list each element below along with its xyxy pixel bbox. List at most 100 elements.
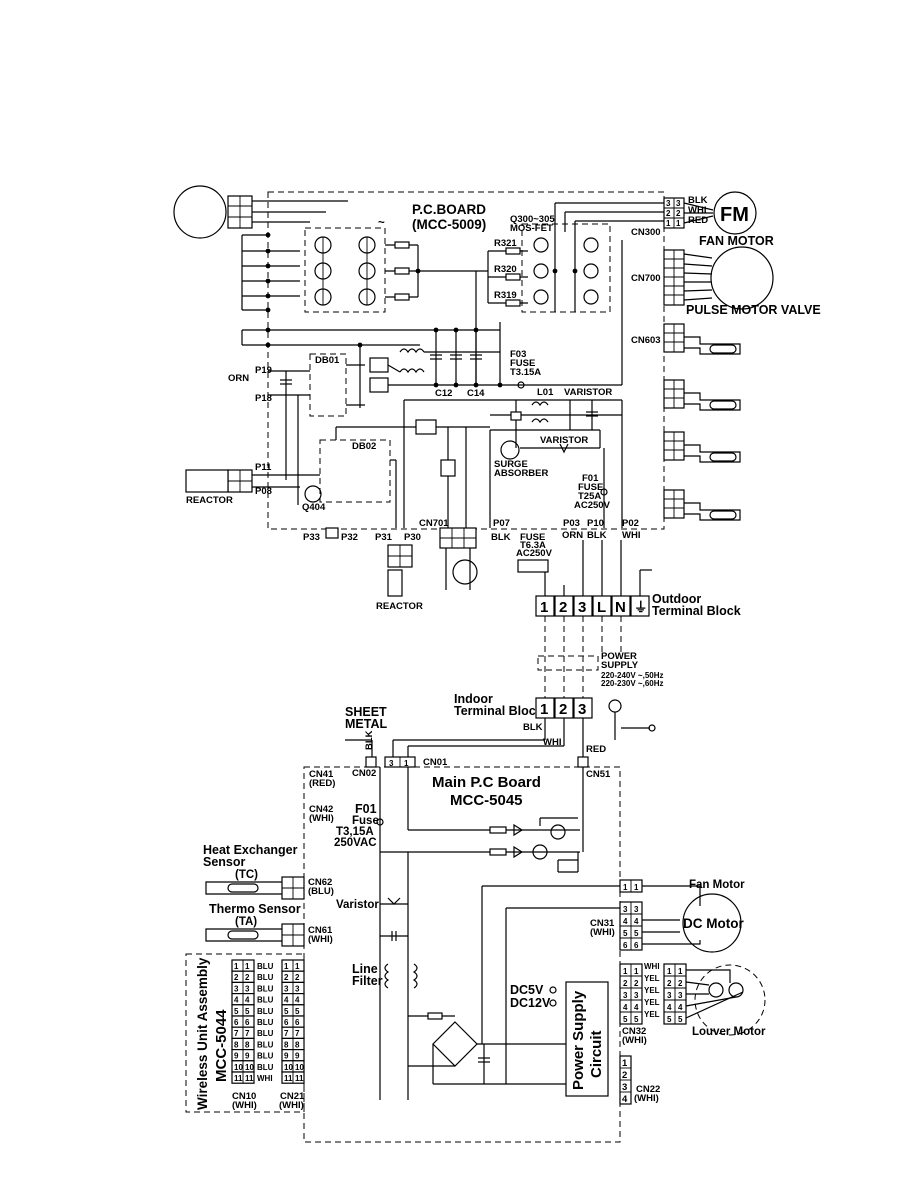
cn22-pin-1: 1 [622, 1058, 628, 1069]
cn300-pin-1b: 1 [676, 219, 681, 228]
cn21-pin-10b: 10 [295, 1063, 304, 1072]
p02-label: P02 [622, 518, 639, 529]
cn10-pin-9a: 9 [234, 1052, 239, 1061]
cn701-connector [439, 527, 478, 590]
wireless-wire-2: BLU [257, 973, 274, 982]
cn21-pin-11b: 11 [295, 1074, 304, 1083]
cn21-pin-3a: 3 [284, 984, 289, 993]
cn21-pin-4b: 4 [295, 996, 300, 1005]
cn10-pin-8b: 8 [245, 1040, 250, 1049]
cn300-connector: 3 3 2 2 1 1 [663, 197, 685, 229]
cn300-pin-3b: 3 [676, 199, 681, 208]
cn02-label: CN02 [352, 768, 376, 779]
cn21-pin-2b: 2 [295, 973, 300, 982]
reactor-coil [185, 469, 229, 493]
cn10-pin-8a: 8 [234, 1040, 239, 1049]
cn10-pin-3b: 3 [245, 984, 250, 993]
fuse2 [517, 559, 549, 573]
cn21-color: (WHI) [279, 1100, 304, 1111]
cn32-connector: 1 1 2 2 3 3 4 4 5 5 1 1 2 2 3 3 4 4 5 5 [619, 963, 687, 1025]
cn62-color: (BLU) [308, 886, 334, 897]
cn10-pin-7b: 7 [245, 1029, 250, 1038]
cn22-connector: 1 2 3 4 [619, 1055, 632, 1105]
cn22-pin-3: 3 [622, 1082, 627, 1093]
cn21-pin-8a: 8 [284, 1040, 289, 1049]
main-pcb-model: MCC-5045 [450, 792, 523, 809]
otb-1: 1 [540, 599, 548, 616]
cn10-pin-10a: 10 [234, 1063, 243, 1072]
f01-name: F01 [582, 473, 599, 484]
compressor-connector [227, 195, 253, 229]
igbt-transistors [314, 236, 421, 306]
cn21-pin-6b: 6 [295, 1018, 300, 1027]
psu-l1: Power Supply [570, 990, 587, 1090]
mosfet-transistors [487, 232, 599, 312]
cn10-label: CN10 [232, 1091, 256, 1102]
main-pcb-title: Main P.C Board [432, 774, 541, 791]
cn603-label: CN603 [631, 335, 661, 346]
wireless-wire-5: BLU [257, 1007, 274, 1016]
p02-whi: WHI [622, 530, 640, 541]
otb-L: L [597, 599, 606, 616]
p30-label: P30 [404, 532, 421, 543]
cn300-pin-2a: 2 [666, 209, 671, 218]
wireless-l2: MCC-5044 [213, 1009, 230, 1082]
cn62-label: CN62 [308, 877, 332, 888]
louver-pin-1a: 1 [667, 967, 672, 976]
q404-label: Q404 [302, 502, 326, 513]
wireless-wire-10: BLU [257, 1063, 274, 1072]
power-l4: 220-230V ~,60Hz [601, 679, 664, 688]
tilde-label: ~ [378, 217, 385, 229]
cn10-pin-6a: 6 [234, 1018, 239, 1027]
p11-label: P11 [255, 462, 272, 473]
cn21-pin-7b: 7 [295, 1029, 300, 1038]
wireless-wire-4: BLU [257, 996, 274, 1005]
pcb-top-title: P.C.BOARD [412, 202, 486, 217]
cn51-label: CN51 [586, 769, 611, 780]
cn31-color: (WHI) [590, 927, 615, 938]
cn10-pin-11b: 11 [245, 1074, 254, 1083]
cn10-pin-6b: 6 [245, 1018, 250, 1027]
cn22-pin-2: 2 [622, 1070, 627, 1081]
whi3-label: WHI [543, 737, 561, 748]
wireless-wire-9: BLU [257, 1052, 274, 1061]
cn31-pin-5b: 5 [634, 929, 639, 938]
cn31-pin-1b: 1 [634, 883, 639, 892]
cn61-color: (WHI) [308, 934, 333, 945]
cn32-pin-2a: 2 [623, 979, 628, 988]
cn21-pin-9a: 9 [284, 1052, 289, 1061]
cn31-pin-4a: 4 [623, 917, 628, 926]
cn21-pin-5a: 5 [284, 1007, 289, 1016]
wireless-unit-boundary [185, 953, 305, 1113]
cn700-label: CN700 [631, 273, 661, 284]
louver-wire-4: YEL [644, 998, 660, 1007]
fuse2-voltage: AC250V [516, 548, 553, 559]
r321-label: R321 [494, 238, 517, 249]
cn31-pin-1a: 1 [623, 883, 628, 892]
f03-rating: T3.15A [510, 367, 541, 378]
cn31-connector: 1 1 3 3 4 4 5 5 6 6 [619, 879, 701, 951]
otb-2: 2 [559, 599, 567, 616]
c14-label: C14 [467, 388, 485, 399]
mosfet-range: Q300~305 [510, 214, 555, 225]
compressor-motor [173, 185, 227, 239]
louver-pin-5a: 5 [667, 1015, 672, 1024]
cn21-pin-5b: 5 [295, 1007, 300, 1016]
pulse-motor-valve [710, 246, 774, 310]
cn22-pin-4: 4 [622, 1094, 628, 1105]
fm-wire-blk: BLK [688, 195, 708, 206]
reactor2-connector [387, 544, 413, 597]
mosfet-module [521, 223, 611, 313]
cn32-label: CN32 [622, 1026, 646, 1037]
pulse-valve-label: PULSE MOTOR VALVE [686, 303, 821, 317]
p07-label: P07 [493, 518, 510, 529]
cn32-pin-1b: 1 [634, 967, 639, 976]
c12-label: C12 [435, 388, 452, 399]
f01-rating: T25A [578, 491, 601, 502]
l01-label: L01 [537, 387, 554, 398]
cn10-pin-9b: 9 [245, 1052, 250, 1061]
cn300-label: CN300 [631, 227, 661, 238]
cn42-name: CN42 [309, 804, 333, 815]
p07-blk: BLK [491, 532, 511, 543]
power-supply-circuit [565, 981, 609, 1097]
